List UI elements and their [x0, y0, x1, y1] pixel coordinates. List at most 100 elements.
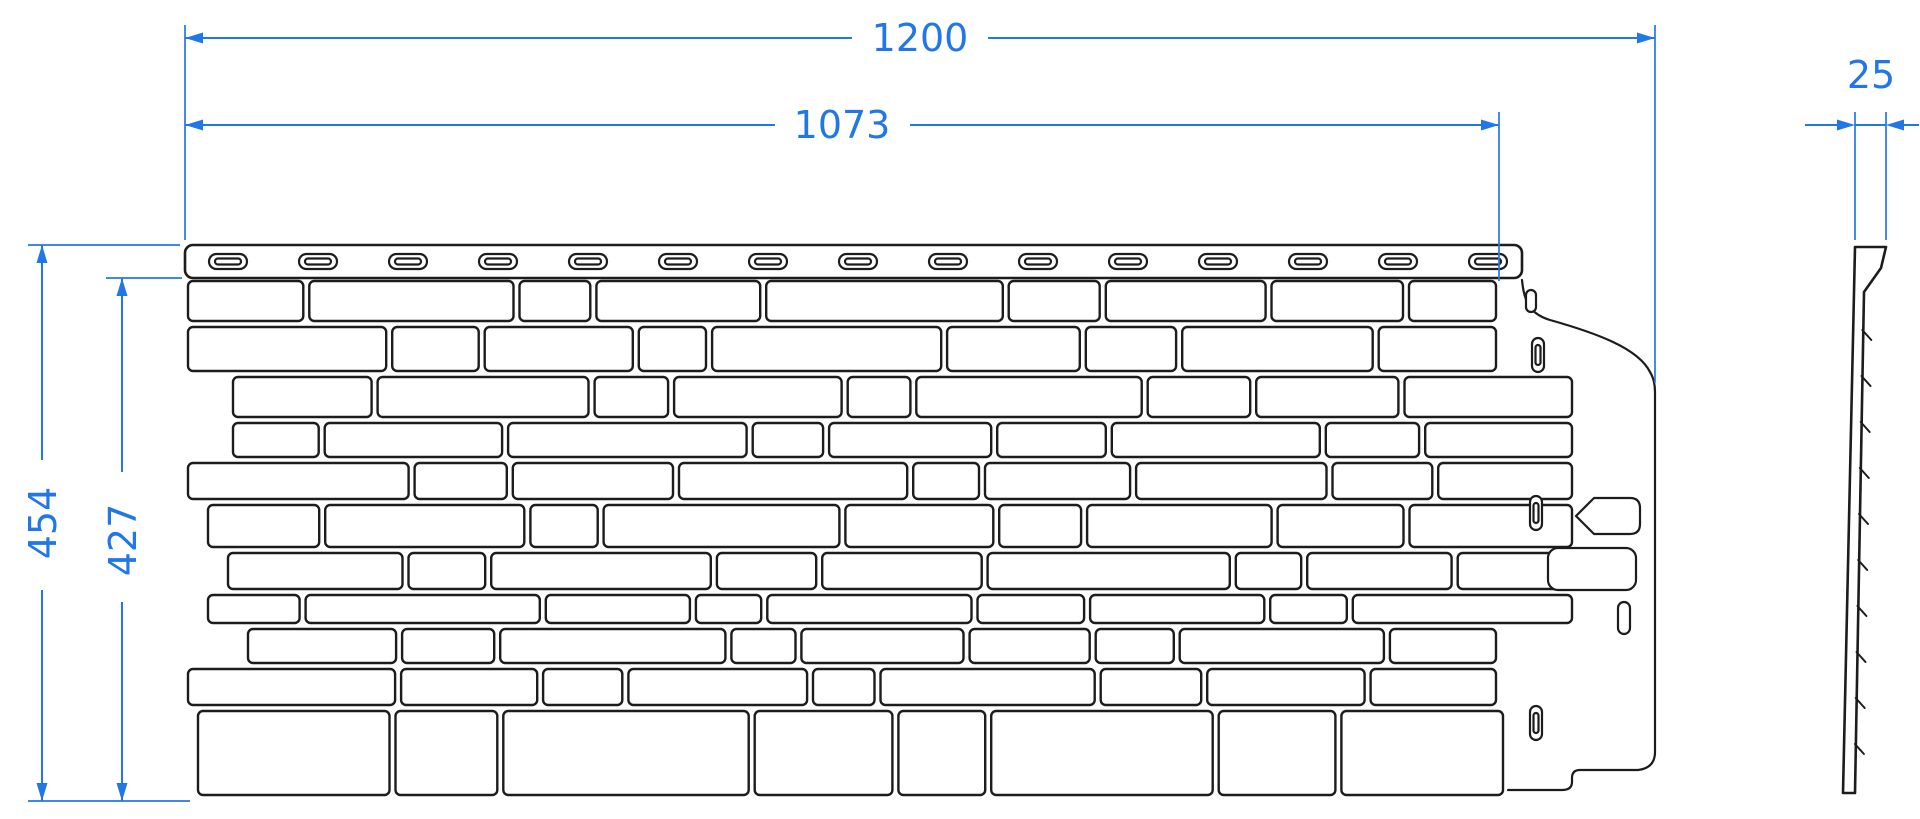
stone-block: [715, 551, 818, 591]
stone-block: [1268, 593, 1348, 625]
stone-block: [1423, 421, 1574, 459]
stone-block: [231, 421, 320, 459]
stone-block: [1088, 593, 1266, 625]
stone-block: [677, 461, 909, 501]
dim-total-height-group: 454: [21, 245, 65, 801]
nail-slot-inner: [663, 257, 693, 266]
stone-block: [1388, 627, 1498, 665]
stone-block: [490, 551, 713, 591]
stone-block: [945, 325, 1081, 373]
arrow-right-icon: [1837, 119, 1855, 131]
arrow-down-icon: [116, 783, 128, 801]
stone-block: [1084, 325, 1178, 373]
profile-tick: [1858, 467, 1870, 479]
stone-block: [1094, 627, 1175, 665]
stone-block: [766, 593, 973, 625]
dim-thickness-group: 25: [1805, 53, 1919, 131]
stone-block: [186, 667, 397, 707]
stone-block: [710, 325, 943, 373]
arrow-up-icon: [116, 278, 128, 296]
stone-block: [983, 461, 1132, 501]
stone-block: [1217, 709, 1337, 797]
arrow-left-icon: [185, 32, 203, 44]
nail-slot-inner: [753, 257, 783, 266]
dim-working-width-group: 1073: [185, 103, 1499, 147]
nail-slot-inner: [483, 257, 513, 266]
dimensions: 1200 1073 454: [21, 16, 1919, 802]
dim-total-height: 454: [21, 487, 65, 560]
side-profile: [1841, 245, 1888, 795]
stone-block: [399, 667, 539, 707]
edge-notch: [1524, 288, 1538, 314]
stone-block: [511, 461, 675, 501]
stone-block: [751, 421, 825, 459]
stone-block: [541, 667, 624, 707]
dim-working-width: 1073: [794, 103, 891, 147]
dim-total-width-group: 1200: [185, 16, 1655, 60]
stone-block: [324, 503, 526, 549]
side-view: [1841, 245, 1888, 795]
lock-slot-inner: [1534, 343, 1542, 367]
stone-block: [226, 551, 404, 591]
stone-block: [694, 593, 763, 625]
stone-block: [912, 461, 981, 501]
stone-block: [304, 593, 542, 625]
arrow-down-icon: [36, 783, 48, 801]
stone-pattern: [186, 279, 1574, 797]
profile-tick: [1856, 605, 1868, 617]
stone-block: [976, 593, 1086, 625]
stone-block: [231, 375, 373, 419]
profile-tick: [1857, 559, 1869, 571]
stone-block: [394, 709, 499, 797]
stone-block: [821, 551, 983, 591]
profile-tick: [1854, 697, 1866, 709]
stone-block: [323, 421, 504, 459]
stone-block: [483, 325, 635, 373]
profile-tick: [1855, 651, 1867, 663]
stone-block: [518, 279, 592, 323]
stone-block: [1377, 325, 1498, 373]
stone-block: [1340, 709, 1505, 797]
stone-block: [1110, 421, 1322, 459]
lock-slot-inner: [1532, 711, 1540, 735]
stone-block: [376, 375, 590, 419]
stone-block: [915, 375, 1143, 419]
stone-block: [627, 667, 809, 707]
stone-block: [1178, 627, 1386, 665]
stone-block: [1407, 279, 1498, 323]
arrow-right-icon: [1637, 32, 1655, 44]
lock-slot: [1616, 600, 1632, 636]
stone-block: [544, 593, 692, 625]
arrow-up-icon: [36, 245, 48, 263]
stone-block: [602, 503, 841, 549]
stone-block: [186, 325, 388, 373]
stone-block: [1146, 375, 1252, 419]
stone-block: [811, 667, 876, 707]
nail-slot-inner: [213, 257, 243, 266]
stone-block: [595, 279, 762, 323]
nail-slot-inner: [843, 257, 873, 266]
nail-slot-inner: [1293, 257, 1323, 266]
side-profile-ticks: [1853, 329, 1873, 755]
stone-block: [827, 421, 993, 459]
stone-block: [1104, 279, 1267, 323]
nail-slot-inner: [303, 257, 333, 266]
panel-right-flange: [1506, 278, 1657, 792]
stone-block: [593, 375, 670, 419]
profile-tick: [1859, 421, 1871, 433]
stone-block: [765, 279, 1005, 323]
stone-block: [800, 627, 965, 665]
lock-window: [1546, 546, 1638, 592]
stone-block: [753, 709, 894, 797]
arrow-left-icon: [1886, 119, 1904, 131]
stone-block: [1305, 551, 1453, 591]
profile-tick: [1861, 329, 1873, 341]
keyhole-cutout: [1574, 496, 1642, 536]
nail-slot-inner: [1113, 257, 1143, 266]
flange-features: [1524, 288, 1642, 742]
stone-block: [529, 503, 599, 549]
stone-block: [1369, 667, 1498, 707]
arrow-left-icon: [185, 119, 203, 131]
dim-working-height: 427: [101, 504, 145, 577]
nail-slot-inner: [933, 257, 963, 266]
